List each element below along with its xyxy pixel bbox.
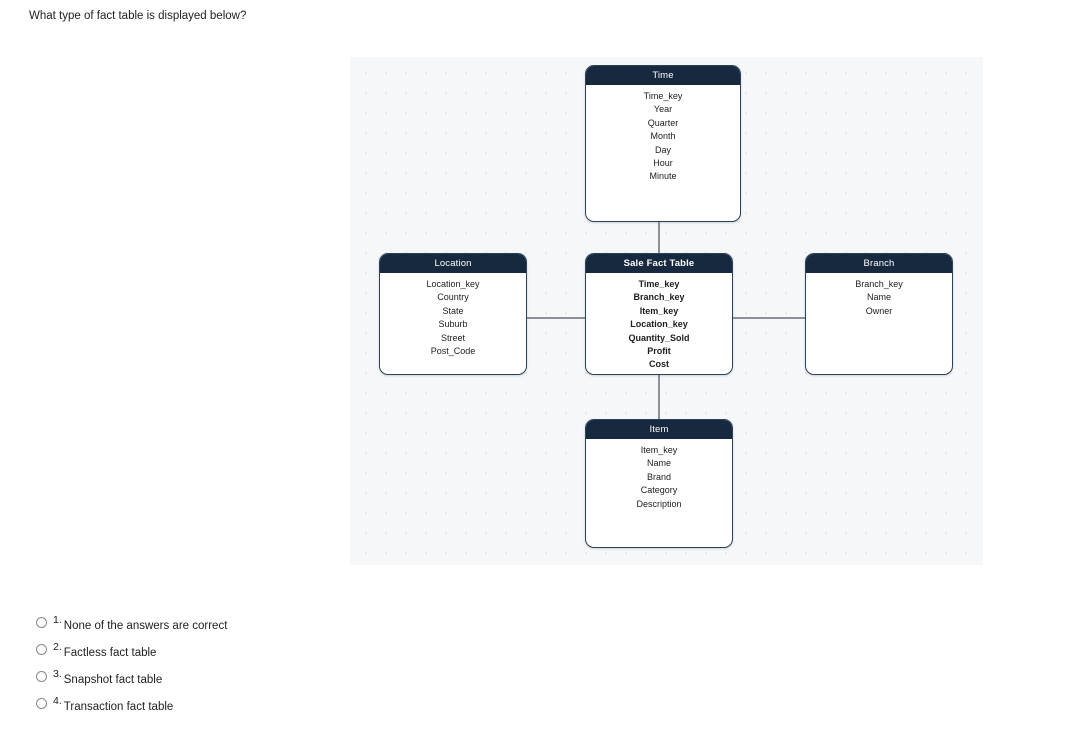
entity-field: Minute <box>649 171 677 182</box>
entity-field: Country <box>437 292 469 303</box>
entity-field: Branch_key <box>633 292 685 303</box>
answer-options: 1. None of the answers are correct 2. Fa… <box>36 612 456 720</box>
answer-option-1[interactable]: 1. None of the answers are correct <box>36 612 456 639</box>
entity-item[interactable]: Item Item_key Name Brand Category Descri… <box>585 419 733 548</box>
answer-option-4[interactable]: 4. Transaction fact table <box>36 693 456 720</box>
entity-time-fields: Time_key Year Quarter Month Day Hour Min… <box>586 85 740 184</box>
entity-sale-fact-table-title: Sale Fact Table <box>586 254 732 273</box>
entity-branch[interactable]: Branch Branch_key Name Owner <box>805 253 953 375</box>
entity-field: Location_key <box>426 279 480 289</box>
entity-field: Month <box>650 131 676 142</box>
entity-branch-title: Branch <box>806 254 952 273</box>
entity-field: Day <box>654 144 671 155</box>
entity-field: Branch_key <box>855 279 903 289</box>
answer-number-2: 2. <box>53 641 62 653</box>
answer-number-1: 1. <box>53 614 62 626</box>
entity-sale-fact-table[interactable]: Sale Fact Table Time_key Branch_key Item… <box>585 253 733 375</box>
connector-fact-to-branch <box>733 317 805 319</box>
entity-field: Location_key <box>630 319 688 330</box>
answer-option-2[interactable]: 2. Factless fact table <box>36 639 456 666</box>
answer-number-3: 3. <box>53 668 62 680</box>
entity-field: Post_Code <box>430 346 476 357</box>
diagram-canvas: Time Time_key Year Quarter Month Day Hou… <box>350 57 983 565</box>
entity-sale-fact-table-fields: Time_key Branch_key Item_key Location_ke… <box>586 273 732 372</box>
entity-field: Item_key <box>640 445 678 455</box>
entity-field: Year <box>653 104 673 115</box>
answer-label-1: None of the answers are correct <box>63 620 228 632</box>
entity-field: Quarter <box>647 117 679 128</box>
entity-field: Category <box>640 485 678 496</box>
question-text: What type of fact table is displayed bel… <box>29 10 247 22</box>
entity-field: Hour <box>653 158 673 169</box>
connector-fact-to-item <box>658 375 660 419</box>
entity-item-title: Item <box>586 420 732 439</box>
entity-field: Brand <box>646 471 672 482</box>
connector-time-to-fact <box>658 222 660 253</box>
connector-location-to-fact <box>527 317 585 319</box>
entity-location-fields: Location_key Country State Suburb Street… <box>380 273 526 358</box>
entity-time-title: Time <box>586 66 740 85</box>
entity-field: Name <box>646 458 671 469</box>
entity-field: Street <box>440 332 465 343</box>
entity-branch-fields: Branch_key Name Owner <box>806 273 952 318</box>
entity-field: Suburb <box>438 319 468 330</box>
answer-label-4: Transaction fact table <box>63 701 174 713</box>
answer-label-3: Snapshot fact table <box>63 674 163 686</box>
entity-time[interactable]: Time Time_key Year Quarter Month Day Hou… <box>585 65 741 222</box>
entity-field: Item_key <box>639 305 679 316</box>
entity-field: Name <box>866 292 891 303</box>
radio-button-4[interactable] <box>36 698 47 709</box>
entity-field: Quantity_Sold <box>628 332 690 343</box>
radio-button-1[interactable] <box>36 617 47 628</box>
entity-location-title: Location <box>380 254 526 273</box>
entity-field: Time_key <box>638 279 680 289</box>
entity-field: State <box>442 305 464 316</box>
radio-button-2[interactable] <box>36 644 47 655</box>
entity-location[interactable]: Location Location_key Country State Subu… <box>379 253 527 375</box>
radio-button-3[interactable] <box>36 671 47 682</box>
entity-field: Cost <box>649 359 669 370</box>
answer-label-2: Factless fact table <box>63 647 157 659</box>
entity-item-fields: Item_key Name Brand Category Description <box>586 439 732 511</box>
answer-option-3[interactable]: 3. Snapshot fact table <box>36 666 456 693</box>
answer-number-4: 4. <box>53 695 62 707</box>
entity-field: Profit <box>647 346 671 357</box>
entity-field: Description <box>636 498 682 509</box>
entity-field: Time_key <box>643 91 683 101</box>
entity-field: Owner <box>865 305 893 316</box>
